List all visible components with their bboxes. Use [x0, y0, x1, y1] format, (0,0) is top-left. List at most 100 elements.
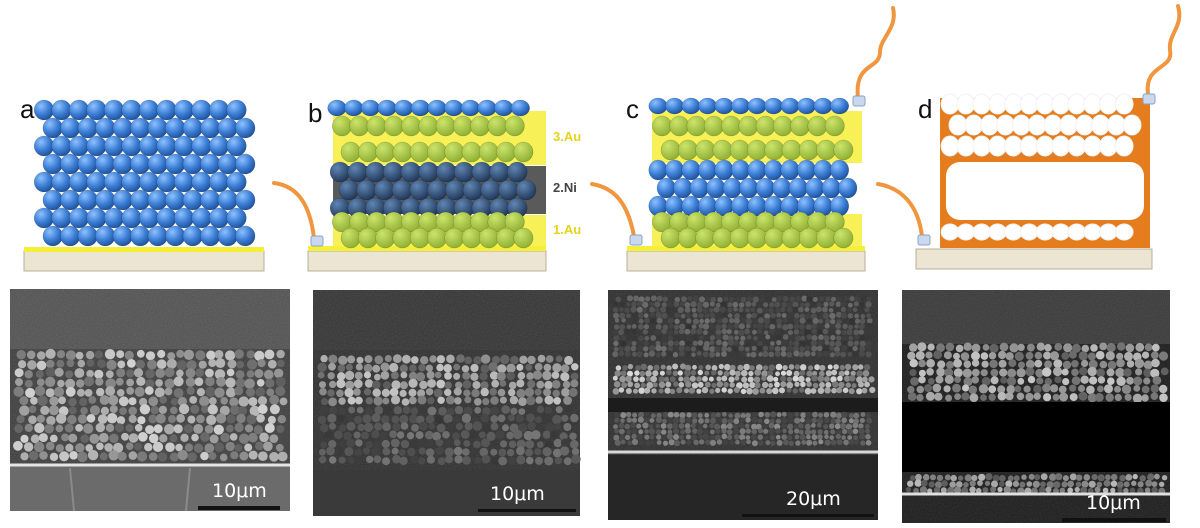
sem-particle	[254, 441, 264, 451]
sem-particle	[391, 447, 399, 455]
sem-particle	[661, 429, 667, 435]
sem-particle	[372, 380, 381, 390]
sphere	[669, 115, 690, 137]
sem-particle	[1097, 385, 1104, 393]
sem-particle	[638, 387, 645, 394]
sphere	[340, 141, 361, 163]
sem-particle	[734, 313, 740, 319]
sem-particle	[696, 388, 702, 394]
sem-particle	[316, 430, 324, 438]
sem-particle	[1005, 392, 1014, 401]
wire-clip-b	[310, 235, 324, 247]
sphere	[714, 159, 734, 181]
sem-particle	[841, 417, 847, 424]
sem-particle	[470, 363, 479, 373]
sem-particle	[480, 364, 490, 374]
sem-particle	[236, 360, 245, 369]
sphere	[460, 99, 480, 117]
sem-particle	[133, 368, 144, 378]
sem-particle	[733, 323, 740, 329]
sem-particle	[196, 388, 205, 397]
sem-particle	[918, 376, 926, 384]
sem-particle	[391, 415, 400, 424]
sem-particle	[710, 417, 717, 424]
sem-particle	[769, 434, 776, 441]
sem-particle	[87, 449, 99, 461]
sem-particle	[806, 296, 813, 303]
sem-particle	[1129, 487, 1136, 494]
sem-particle	[24, 379, 33, 388]
sem-particle	[752, 412, 757, 418]
schematic-d: d	[876, 4, 1182, 270]
sem-particle	[679, 323, 686, 330]
sem-particle	[392, 454, 401, 464]
sem-particle	[618, 434, 626, 441]
sem-particle	[59, 451, 70, 462]
sem-particle	[927, 488, 933, 494]
sphere	[235, 189, 256, 211]
sem-particle	[137, 416, 146, 425]
sphere	[365, 161, 386, 183]
sem-particle	[426, 371, 435, 379]
sem-particle	[564, 355, 574, 365]
sem-particle	[988, 352, 997, 360]
sem-particle	[867, 318, 873, 324]
sem-particle	[685, 381, 692, 388]
sem-particle	[830, 335, 836, 341]
sem-particle	[1125, 474, 1133, 481]
sem-particle	[666, 433, 674, 440]
sem-particle	[535, 423, 545, 433]
sem-particle	[642, 308, 647, 313]
sphere	[156, 207, 177, 229]
sem-particle	[508, 456, 517, 465]
sem-particle	[962, 384, 970, 392]
sem-particle	[620, 370, 627, 377]
sem-particle	[410, 455, 419, 464]
sem-particle	[825, 382, 832, 388]
sem-particle	[961, 392, 970, 401]
sem-particle	[436, 423, 446, 433]
sem-particle	[410, 407, 419, 415]
sem-particle	[571, 363, 579, 371]
sem-particle	[952, 383, 961, 393]
sem-particle	[1133, 376, 1143, 386]
sem-particle	[740, 312, 746, 318]
sem-particle	[1151, 481, 1158, 487]
sphere-stack-b-top	[327, 99, 530, 117]
schematic-a: a	[20, 94, 265, 272]
sem-particle	[346, 438, 355, 448]
sphere	[988, 93, 1007, 115]
sem-particle	[763, 435, 769, 441]
sem-particle	[317, 371, 325, 379]
sem-particle	[277, 451, 288, 462]
sem-particle	[667, 345, 674, 352]
sem-particle	[738, 345, 745, 352]
sem-particle	[745, 435, 751, 440]
sem-particle	[205, 368, 214, 378]
sphere	[656, 177, 676, 199]
sphere	[191, 207, 212, 229]
sem-particle	[1141, 394, 1149, 402]
sphere	[409, 141, 430, 163]
sphere	[349, 115, 370, 137]
sem-particle	[14, 368, 24, 378]
sem-particle	[45, 348, 56, 359]
sem-particle	[859, 340, 866, 347]
sem-particle	[782, 428, 787, 434]
sem-particle	[687, 295, 693, 302]
sphere	[788, 177, 808, 199]
sem-particle	[216, 413, 227, 424]
sphere	[226, 99, 247, 121]
sem-particle	[753, 318, 759, 324]
sem-particle	[183, 424, 193, 434]
sphere	[383, 115, 404, 137]
sem-particle	[636, 300, 643, 307]
sem-particle	[804, 329, 811, 336]
sem-particle	[165, 442, 175, 453]
sem-particle	[23, 442, 34, 452]
sem-particle	[612, 301, 618, 307]
wire-clip-d-left	[917, 234, 931, 246]
sem-particle	[89, 433, 100, 444]
sem-particle	[621, 382, 628, 388]
sphere	[698, 159, 717, 181]
